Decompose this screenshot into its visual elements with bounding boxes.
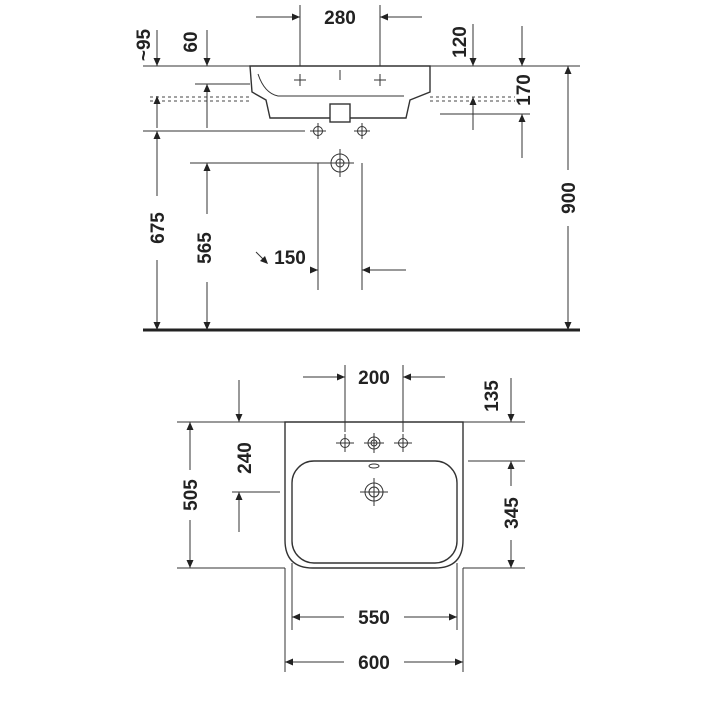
basin-inner-profile [257, 73, 404, 97]
dim-top-overall-width: 600 [358, 653, 390, 674]
dim-side-back-offset: 120 [450, 26, 471, 58]
basin-underside-outlet [329, 103, 351, 123]
drain-connection [326, 149, 354, 177]
dim-side-tap-spacing: 280 [324, 8, 356, 29]
supply-valve-right [354, 123, 370, 139]
dim-top-overall-depth: 505 [181, 479, 202, 511]
dim-side-supply-height: 675 [148, 212, 169, 244]
side-view: 280 ~95 60 120 170 900 [134, 5, 580, 332]
drain-outlet-top [360, 478, 388, 506]
dim-top-back-depth: 135 [482, 380, 503, 412]
supply-valve-left [310, 123, 326, 139]
dim-top-tap-spacing: 200 [358, 368, 390, 389]
top-view: 200 135 240 505 345 550 6 [177, 365, 525, 674]
dim-side-drain-height: 565 [195, 232, 216, 264]
dim-side-overall-height: 900 [559, 182, 580, 214]
dim-side-rim-thickness: 60 [181, 31, 202, 52]
basin-side-profile [249, 65, 431, 119]
overflow-slot [368, 463, 380, 469]
tap-hole-left-top [336, 434, 354, 452]
dim-top-bowl-depth: 345 [502, 497, 523, 529]
dim-top-bowl-width: 550 [358, 608, 390, 629]
dim-side-basin-height: 170 [514, 74, 535, 106]
tap-hole-right-top [394, 434, 412, 452]
dim-top-tap-to-bowl: 240 [235, 442, 256, 474]
tap-hole-right-side [374, 74, 386, 86]
dim-side-wall-clearance: ~95 [134, 28, 155, 61]
dim-side-drain-spacing: 150 [274, 248, 306, 269]
tap-hole-center-top [364, 433, 384, 453]
basin-bowl [291, 460, 458, 564]
tap-hole-left-side [294, 74, 306, 86]
